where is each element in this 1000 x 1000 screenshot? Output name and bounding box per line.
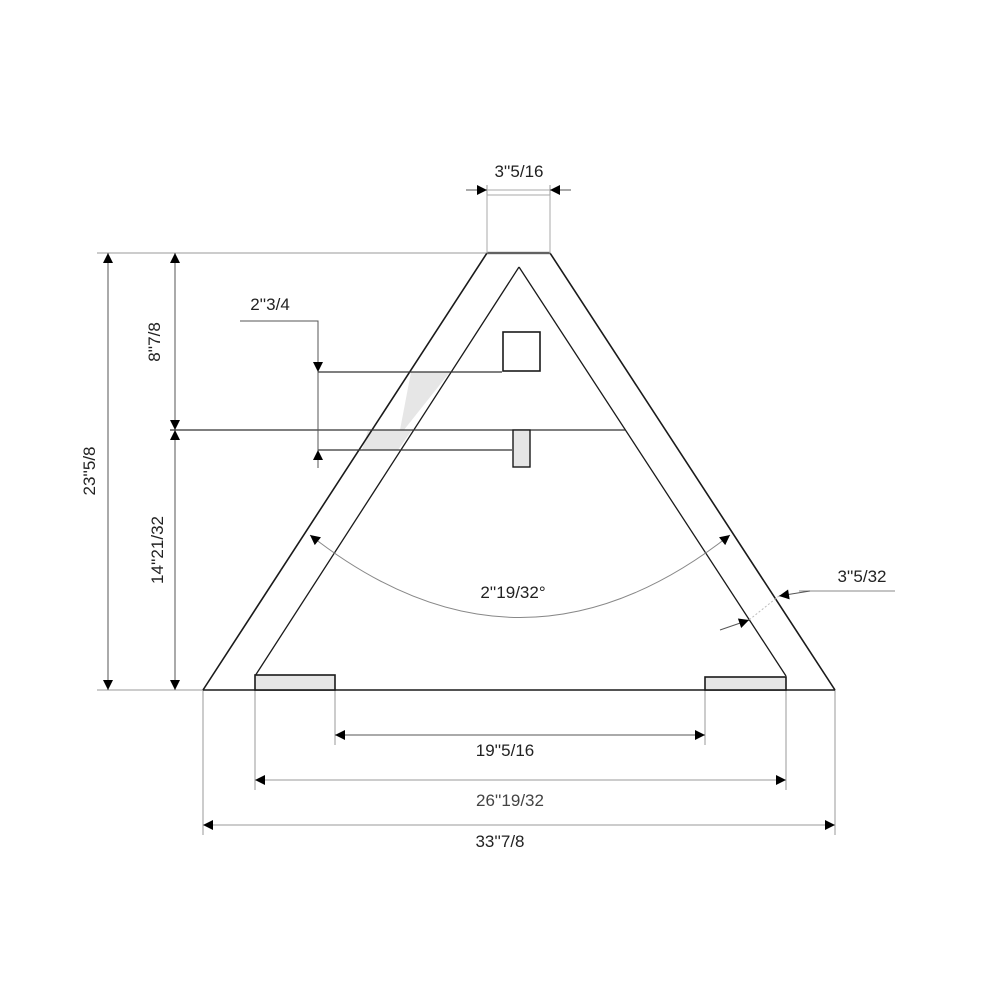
overall-height-label: 23''5/8	[80, 446, 99, 495]
left-foot-plate	[254, 674, 336, 691]
crossbar-section-shade-lower	[362, 430, 412, 450]
a-frame-outer	[202, 251, 836, 691]
inner-span-label: 19''5/16	[476, 741, 535, 760]
apex-angle-label: 2''19/32°	[480, 583, 545, 602]
lower-height-label: 14''21/32	[148, 516, 167, 584]
right-foot-plate	[704, 676, 787, 691]
upper-height-label: 8''7/8	[145, 322, 164, 362]
crossbar-lines	[170, 371, 625, 451]
mid-span-label: 26''19/32	[476, 791, 544, 810]
top-block	[486, 194, 551, 254]
dimension-lines	[103, 185, 895, 830]
extension-lines	[97, 185, 836, 835]
crossbar-thickness-label: 2''3/4	[250, 295, 290, 314]
square-block	[502, 331, 541, 372]
overall-span-label: 33''7/8	[475, 832, 524, 851]
post-block	[512, 429, 531, 468]
top-width-label: 3''5/16	[494, 162, 543, 181]
a-frame-inner	[254, 266, 787, 677]
leg-thickness-label: 3''5/32	[837, 567, 886, 586]
